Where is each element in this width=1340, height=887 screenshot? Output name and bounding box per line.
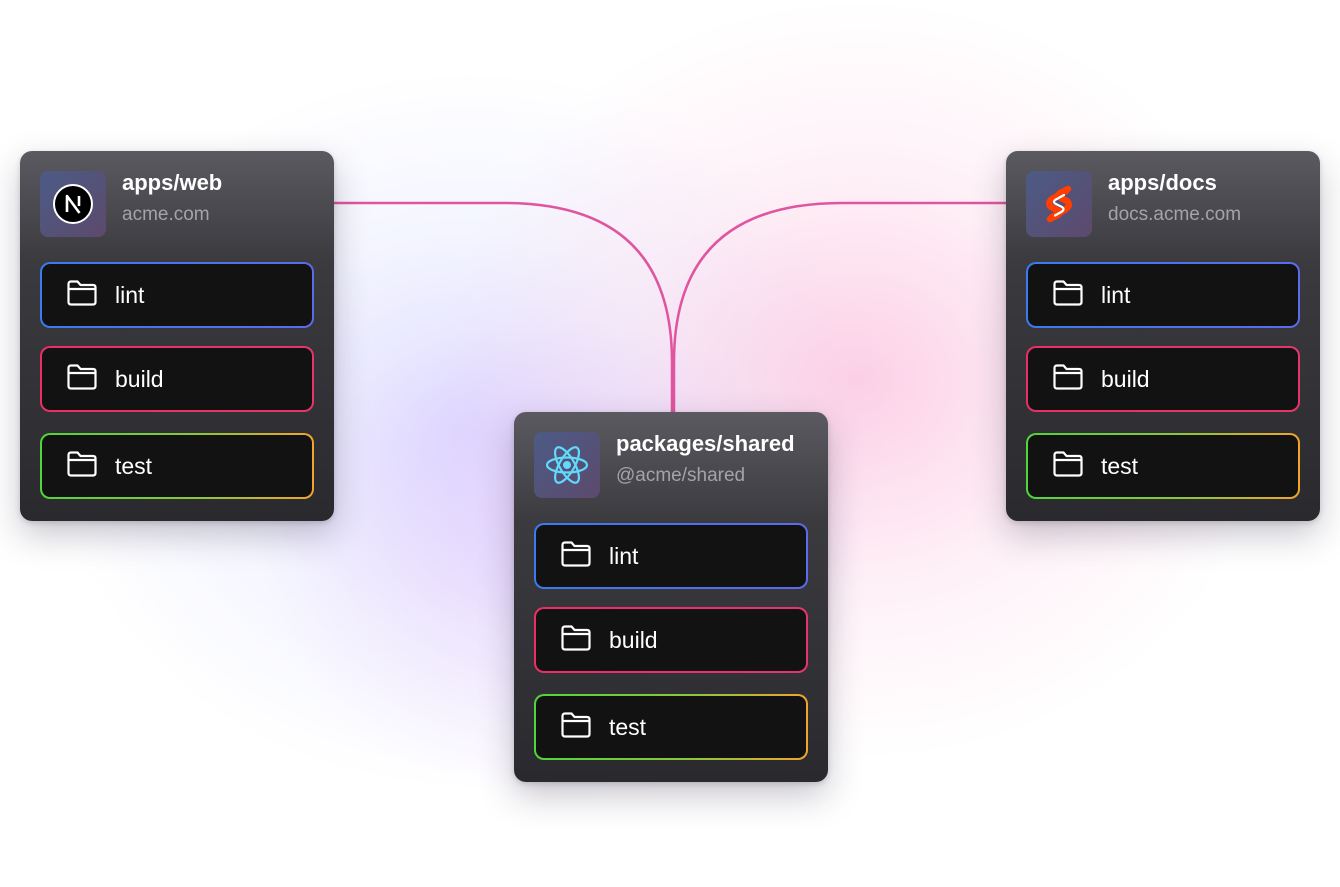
task-lint[interactable]: lint [534,523,808,589]
task-label: lint [1101,281,1131,308]
folder-icon [1052,450,1084,483]
folder-icon [1052,279,1084,312]
workspace-title: packages/shared [616,431,795,456]
folder-icon [560,624,592,657]
nextjs-logo-icon [40,171,106,237]
workspace-card-shared[interactable]: packages/shared @acme/shared lint build … [514,412,828,782]
task-label: test [115,452,153,479]
folder-icon [66,450,98,483]
task-lint[interactable]: lint [1026,262,1300,328]
react-logo-icon [534,432,600,498]
task-label: test [609,713,647,740]
folder-icon [66,279,98,312]
connector-docs-to-shared [672,201,1006,412]
task-build[interactable]: build [1026,346,1300,412]
workspace-card-web[interactable]: apps/web acme.com lint build test [20,151,334,521]
folder-icon [560,540,592,573]
workspace-subtitle: docs.acme.com [1108,204,1242,225]
workspace-subtitle: acme.com [122,204,210,225]
task-label: build [1101,365,1150,392]
task-label: lint [115,281,145,308]
connector-web-to-shared [334,201,674,412]
task-build[interactable]: build [534,607,808,673]
task-label: build [115,365,164,392]
svelte-logo-icon [1026,171,1092,237]
card-header: packages/shared @acme/shared [534,431,812,498]
task-label: test [1101,452,1139,479]
workspace-subtitle: @acme/shared [616,465,746,486]
workspace-title: apps/docs [1108,170,1217,195]
task-label: lint [609,542,639,569]
card-header: apps/docs docs.acme.com [1026,170,1304,237]
workspace-card-docs[interactable]: apps/docs docs.acme.com lint build test [1006,151,1320,521]
folder-icon [560,711,592,744]
task-test[interactable]: test [534,694,808,760]
task-lint[interactable]: lint [40,262,314,328]
task-test[interactable]: test [40,433,314,499]
task-test[interactable]: test [1026,433,1300,499]
task-label: build [609,626,658,653]
workspace-title: apps/web [122,170,223,195]
folder-icon [1052,363,1084,396]
folder-icon [66,363,98,396]
card-header: apps/web acme.com [40,170,318,237]
task-build[interactable]: build [40,346,314,412]
